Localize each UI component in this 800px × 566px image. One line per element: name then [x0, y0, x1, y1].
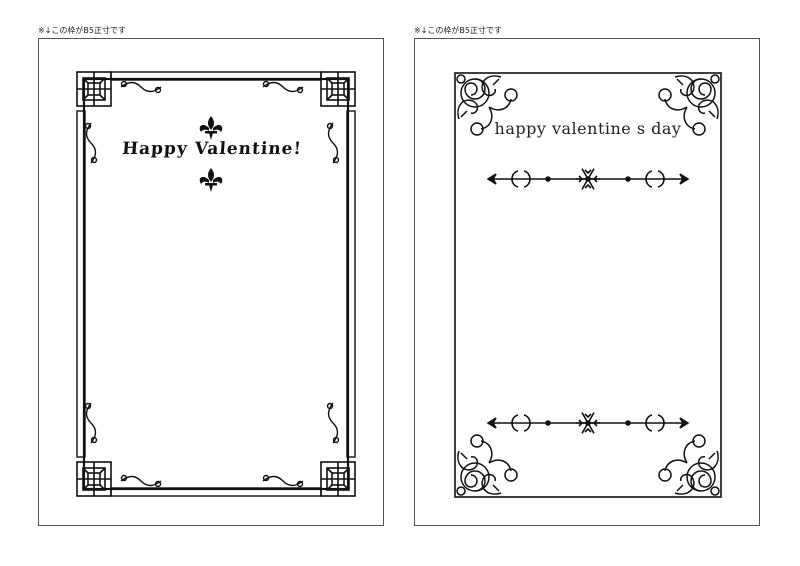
frame-lines: [76, 71, 356, 497]
card-left: Happy Valentine!: [38, 38, 384, 526]
fleur-de-lis-icon: [199, 168, 223, 192]
card-right: happy valentine s day: [414, 38, 760, 526]
corner-knot-ornament: [76, 71, 356, 497]
snowflake-icon: [575, 167, 601, 191]
corner-swirl-ornament: [456, 74, 720, 496]
b5-size-note-right: ※↓この枠がB5正寸です: [414, 26, 502, 35]
card-title: Happy Valentine!: [121, 139, 303, 159]
blackletter-frame: [76, 71, 356, 497]
frame-lines: [454, 72, 722, 498]
b5-size-note-left: ※↓この枠がB5正寸です: [38, 26, 126, 35]
swirl-frame: [454, 72, 722, 498]
fleur-de-lis-icon: [199, 116, 223, 140]
snowflake-icon: [575, 411, 601, 435]
card-title: happy valentine s day: [494, 119, 682, 138]
